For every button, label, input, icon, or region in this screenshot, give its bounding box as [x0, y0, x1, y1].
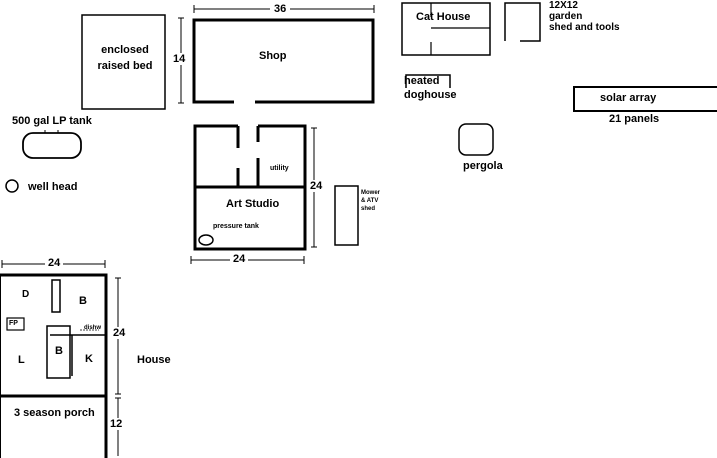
lp-tank-shape	[22, 132, 82, 159]
pergola-outline	[458, 123, 494, 156]
studio-side-dimension: 24	[310, 180, 323, 193]
mower-shed-outline	[334, 185, 359, 246]
doghouse-outline	[405, 74, 451, 88]
art-studio-outline	[193, 124, 307, 251]
raised-bed-label: enclosed raised bed	[97, 44, 153, 72]
room-b1-label: B	[79, 295, 87, 307]
raised-bed-outline	[81, 14, 166, 110]
porch-dimension: 12	[110, 418, 123, 431]
house-label: House	[137, 354, 171, 366]
solar-array-label: solar array	[600, 92, 657, 104]
house-top-dimension: 24	[45, 257, 64, 270]
art-studio-label: Art Studio	[226, 198, 280, 210]
shop-outline	[192, 18, 375, 104]
shop-label: Shop	[259, 50, 287, 62]
solar-array-outline	[573, 86, 717, 112]
doghouse-label: heated doghouse	[404, 75, 457, 101]
lp-tank-label: 500 gal LP tank	[12, 115, 92, 127]
well-head-symbol	[5, 179, 19, 193]
cat-house-label: Cat House	[416, 11, 471, 23]
cat-house-outline	[401, 2, 491, 56]
well-head-label: well head	[28, 181, 78, 193]
house-outline	[0, 273, 108, 458]
pressure-tank-symbol	[198, 234, 214, 246]
pergola-label: pergola	[463, 160, 503, 172]
pressure-tank-label: pressure tank	[213, 223, 259, 230]
porch-label: 3 season porch	[14, 407, 95, 419]
garden-shed-label: 12X12 garden shed and tools	[549, 0, 620, 33]
utility-label: utility	[270, 165, 289, 172]
dishwasher-label: dishw	[84, 325, 102, 331]
shop-dimension: 36	[270, 3, 291, 16]
house-side-dimension: 24	[113, 327, 126, 340]
fireplace-outline	[6, 317, 25, 331]
room-b2-label: B	[55, 345, 63, 357]
room-l-label: L	[18, 354, 25, 366]
studio-bottom-dimension: 24	[230, 253, 249, 266]
raised-bed-dimension: 14	[173, 53, 186, 66]
room-d-label: D	[22, 289, 30, 300]
garden-shed-outline	[504, 2, 541, 42]
bath-outline	[46, 325, 71, 379]
mower-shed-label: Mower & ATV shed	[361, 190, 381, 212]
closet-outline	[51, 279, 61, 313]
fireplace-label: FP	[9, 320, 18, 327]
solar-panels-label: 21 panels	[609, 113, 660, 125]
room-k-label: K	[85, 353, 93, 365]
